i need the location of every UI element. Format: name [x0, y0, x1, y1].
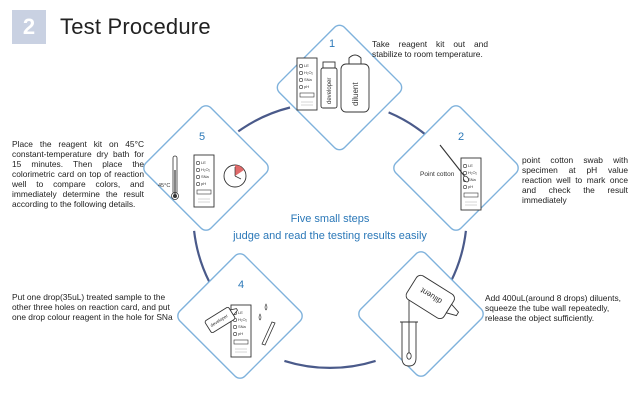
cotton-swab-icon: [439, 144, 470, 183]
card-label-1: LE: [468, 163, 473, 168]
card-label-2: H₂O₂: [238, 317, 248, 322]
temperature-label: 45°C: [158, 183, 170, 189]
step-4-dropper-icon: [258, 303, 276, 346]
step-2-number: 2: [458, 131, 464, 143]
step-3-test-tube: [400, 300, 418, 367]
center-heading: Five small steps: [290, 213, 370, 225]
step-5-reaction-card: LE H₂O₂ SNa pH: [193, 154, 215, 208]
step-3-description: Add 400uL(around 8 drops) diluents, sque…: [485, 293, 621, 323]
step-4-developer-bottle: developer: [204, 306, 238, 334]
step-1-frame: [276, 24, 403, 151]
step-1-description: Take reagent kit out and stabilize to ro…: [372, 39, 488, 59]
card-label-3: SNa: [468, 177, 477, 182]
card-label-3: SNa: [304, 77, 313, 82]
step-5-panel: 5 45°C LE H₂O₂ SNa pH: [143, 105, 269, 231]
step-2-description: point cotton swab with specimen at pH va…: [522, 155, 628, 205]
step-4-panel: 4 LE H₂O₂ SNa pH developer: [177, 253, 303, 379]
step-1-panel: 1 LE H₂O₂ SNa pH developer diluent: [276, 24, 403, 151]
card-label-4: pH: [201, 181, 206, 186]
section-header: 2 Test Procedure: [12, 10, 211, 44]
card-label-2: H₂O₂: [201, 167, 211, 172]
flow-circle: [193, 106, 467, 370]
step-3-panel: 3 diluent: [358, 251, 484, 377]
step-3-frame: [358, 251, 484, 377]
center-subheading: judge and read the testing results easil…: [233, 230, 427, 242]
step-3-diluent-bottle: diluent: [405, 274, 460, 320]
developer-vial-label: developer: [327, 78, 333, 104]
section-title: Test Procedure: [60, 14, 211, 39]
step-1-number: 1: [329, 38, 335, 50]
card-label-1: LE: [238, 310, 243, 315]
card-label-4: pH: [304, 84, 309, 89]
thermometer-icon: [171, 155, 179, 200]
section-number-badge: 2: [12, 10, 46, 44]
swab-label: Point cotton: [420, 171, 455, 178]
step-2-panel: 2 LE H₂O₂ SNa pH Point cotton: [393, 105, 519, 231]
step-5-description: Place the reagent kit on 45°C constant-t…: [12, 139, 144, 209]
card-label-4: pH: [238, 331, 243, 336]
step-2-frame: [393, 105, 519, 231]
card-label-3: SNa: [201, 174, 210, 179]
step-5-number: 5: [199, 131, 205, 143]
step-4-description: Put one drop(35uL) treated sample to the…: [12, 292, 173, 322]
step-1-developer-vial: developer: [320, 61, 338, 109]
card-label-3: SNa: [238, 324, 247, 329]
card-label-4: pH: [468, 184, 473, 189]
diluent-bottle-label: diluent: [351, 82, 360, 106]
card-label-2: H₂O₂: [304, 70, 314, 75]
card-label-2: H₂O₂: [468, 170, 478, 175]
card-label-1: LE: [304, 63, 309, 68]
step-4-reaction-card: LE H₂O₂ SNa pH: [230, 304, 252, 358]
step-1-reaction-card: LE H₂O₂ SNa pH: [296, 57, 318, 111]
timer-clock-icon: [223, 164, 247, 188]
step-1-diluent-bottle: diluent: [340, 54, 370, 113]
step-2-reaction-card: LE H₂O₂ SNa pH: [460, 157, 482, 211]
step-4-number: 4: [238, 279, 244, 291]
card-label-1: LE: [201, 160, 206, 165]
